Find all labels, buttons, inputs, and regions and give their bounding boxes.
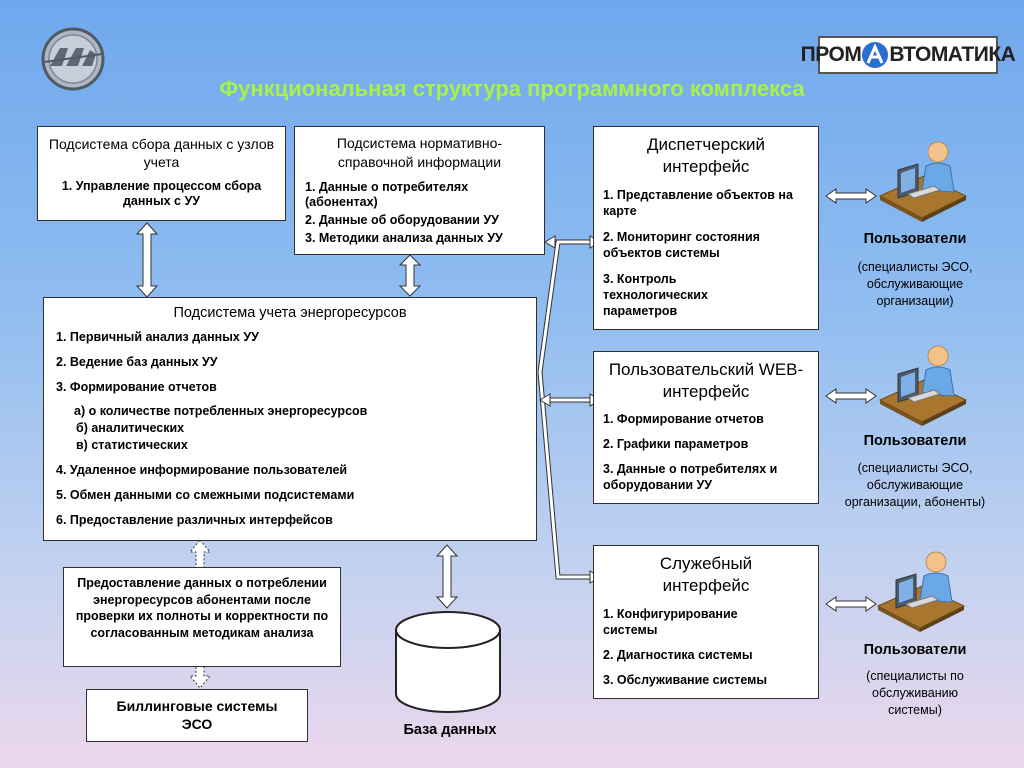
logo-a-icon [862, 42, 889, 68]
box-reference-item-3: 3. Методики анализа данных УУ [305, 231, 503, 245]
box-energy-accounting: Подсистема учета энергоресурсов 1. Перви… [43, 297, 537, 541]
box-web-interface: Пользовательский WEB-интерфейс 1. Формир… [593, 351, 819, 504]
logo-text-left: ПРОМ [800, 43, 862, 66]
box-energy-item-6: 6. Предоставление различных интерфейсов [56, 513, 333, 527]
box-billing-text: Биллинговые системы ЭСО [116, 698, 278, 732]
box-reference-item-2: 2. Данные об оборудовании УУ [305, 213, 499, 227]
users-1-title: Пользователи [863, 231, 967, 247]
arrow-dispatcher-users [825, 188, 877, 204]
arrowheads-right [539, 235, 601, 584]
box-reference-title: Подсистема нормативно-справочной информа… [336, 135, 503, 170]
box-energy-item-5: 5. Обмен данными со смежными подсистемам… [56, 488, 355, 502]
box-billing-systems: Биллинговые системы ЭСО [86, 689, 308, 742]
users-3-title: Пользователи [863, 642, 967, 658]
box-service-item-1: 1. Конфигурирование системы [603, 607, 738, 637]
users-2-desc: (специалисты ЭСО, обслуживающие организа… [844, 461, 986, 509]
user-workstation-icon [878, 141, 968, 222]
connector-energy-interfaces [537, 235, 590, 580]
arrow-collection-energy [135, 222, 159, 298]
box-service-interface: Служебный интерфейс 1. Конфигурирование … [593, 545, 819, 699]
box-web-item-3: 3. Данные о потребителях и оборудовании … [603, 462, 778, 492]
company-logo: ПРОМ ВТОМАТИКА [801, 36, 1016, 74]
box-dispatcher-item-2: 2. Мониторинг состояния объектов системы [603, 230, 760, 260]
box-energy-title: Подсистема учета энергоресурсов [173, 305, 407, 321]
box-dispatcher-item-3: 3. Контроль технологических параметров [603, 272, 708, 318]
box-dispatcher-interface: Диспетчерский интерфейс 1. Представление… [593, 126, 819, 330]
box-energy-item-1: 1. Первичный анализ данных УУ [56, 330, 259, 344]
box-provision-text: Предоставление данных о потреблении энер… [75, 576, 329, 640]
box-service-item-3: 3. Обслуживание системы [603, 673, 768, 687]
database-icon [395, 611, 501, 713]
users-2-title: Пользователи [863, 433, 967, 449]
user-workstation-icon [876, 551, 966, 632]
box-reference-item-1: 1. Данные о потребителях (абонентах) [305, 180, 469, 209]
box-service-title: Служебный интерфейс [659, 554, 753, 595]
box-energy-item-3a: а) о количестве потребленных энергоресур… [74, 404, 368, 418]
users-3-desc: (специалисты по обслуживанию системы) [866, 669, 964, 717]
box-data-collection-item: 1. Управление процессом сбора данных с У… [61, 179, 262, 208]
arrow-reference-energy [398, 254, 422, 297]
box-data-provision: Предоставление данных о потреблении энер… [63, 567, 341, 667]
users-1-desc: (специалисты ЭСО, обслуживающие организа… [857, 260, 973, 308]
arrow-service-users [825, 596, 877, 612]
database-label: База данных [403, 722, 497, 738]
box-energy-item-4: 4. Удаленное информирование пользователе… [56, 463, 348, 477]
box-web-item-1: 1. Формирование отчетов [603, 412, 764, 426]
box-service-item-2: 2. Диагностика системы [603, 648, 753, 662]
box-web-title: Пользовательский WEB-интерфейс [608, 360, 804, 401]
arrow-web-users [825, 388, 877, 404]
user-workstation-icon [878, 345, 968, 426]
page-title: Функциональная структура программного ко… [219, 76, 805, 101]
box-energy-item-2: 2. Ведение баз данных УУ [56, 355, 218, 369]
box-web-item-2: 2. Графики параметров [603, 437, 749, 451]
left-logo-icon [41, 27, 105, 91]
box-data-collection-title: Подсистема сбора данных с узлов учета [48, 136, 275, 170]
arrow-energy-database [435, 544, 459, 609]
box-energy-item-3c: в) статистических [76, 438, 188, 452]
box-dispatcher-item-1: 1. Представление объектов на карте [603, 188, 793, 218]
box-data-collection: Подсистема сбора данных с узлов учета 1.… [37, 126, 286, 221]
box-energy-item-3b: б) аналитических [76, 421, 185, 435]
box-reference: Подсистема нормативно-справочной информа… [294, 126, 545, 255]
logo-text-right: ВТОМАТИКА [889, 43, 1016, 66]
box-energy-item-3: 3. Формирование отчетов [56, 380, 217, 394]
box-dispatcher-title: Диспетчерский интерфейс [646, 135, 766, 176]
